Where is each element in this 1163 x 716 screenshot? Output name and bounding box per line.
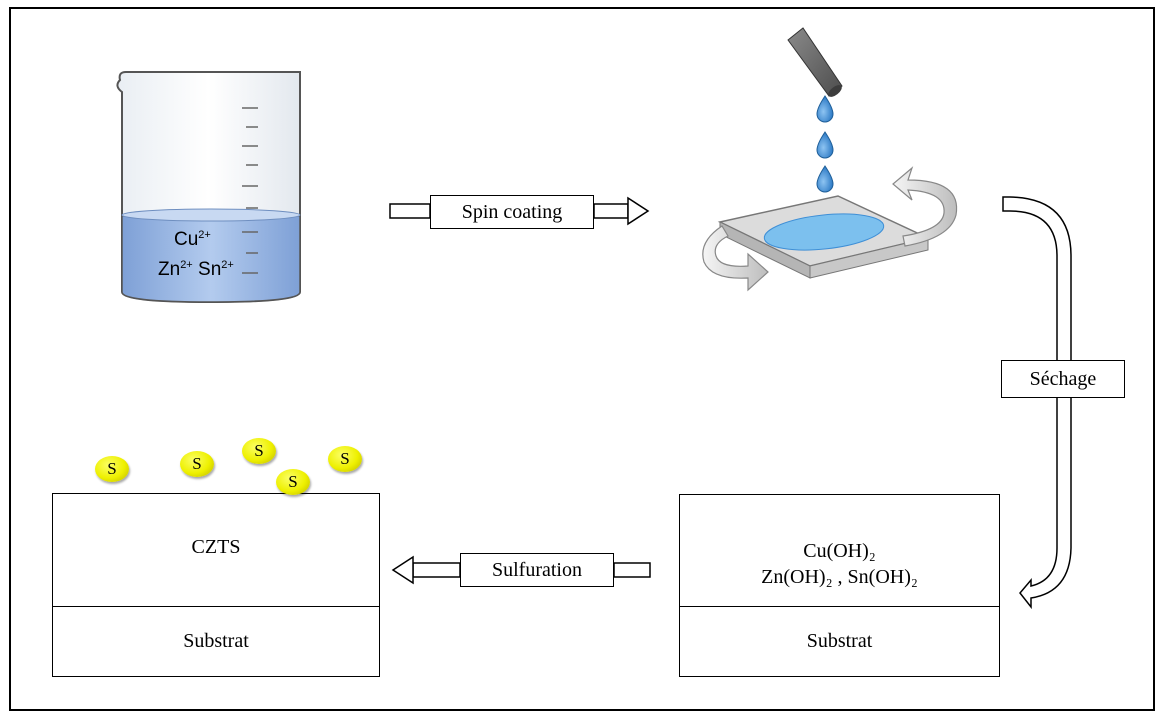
right-substrate-layer	[679, 606, 1000, 677]
hydroxide-line-2: Zn(OH)₂ , Sn(OH)₂	[761, 566, 918, 588]
sulfur-particle: S	[328, 446, 362, 472]
hydroxide-line-1: Cu(OH)₂	[803, 540, 876, 562]
left-substrate-layer	[52, 606, 380, 677]
sulfuration-label: Sulfuration	[460, 553, 614, 587]
ion-cu: Cu2+	[174, 229, 211, 250]
sechage-label: Séchage	[1001, 360, 1125, 398]
drop-icons	[816, 95, 834, 193]
spin-plate-icon	[717, 195, 931, 279]
sulfur-particle: S	[276, 469, 310, 495]
rotation-arrow-icon	[702, 166, 958, 292]
sulfur-particle: S	[180, 451, 214, 477]
beaker-icon	[116, 71, 301, 304]
czts-label: CZTS	[191, 536, 241, 558]
sulfur-particle: S	[95, 456, 129, 482]
left-substrate-label: Substrat	[183, 630, 249, 652]
sulfuration-arrow	[391, 555, 651, 585]
spin-coating-label: Spin coating	[430, 195, 594, 229]
spin-coating-arrow	[389, 196, 650, 226]
diagram-frame	[9, 7, 1155, 711]
sechage-arrow	[1002, 196, 1072, 610]
right-substrate-label: Substrat	[806, 630, 873, 652]
ion-zn-sn: Zn2+ Sn2+	[158, 259, 234, 280]
nozzle-icon	[787, 27, 843, 97]
hydroxide-layer	[679, 494, 1000, 607]
sulfur-particle: S	[242, 438, 276, 464]
